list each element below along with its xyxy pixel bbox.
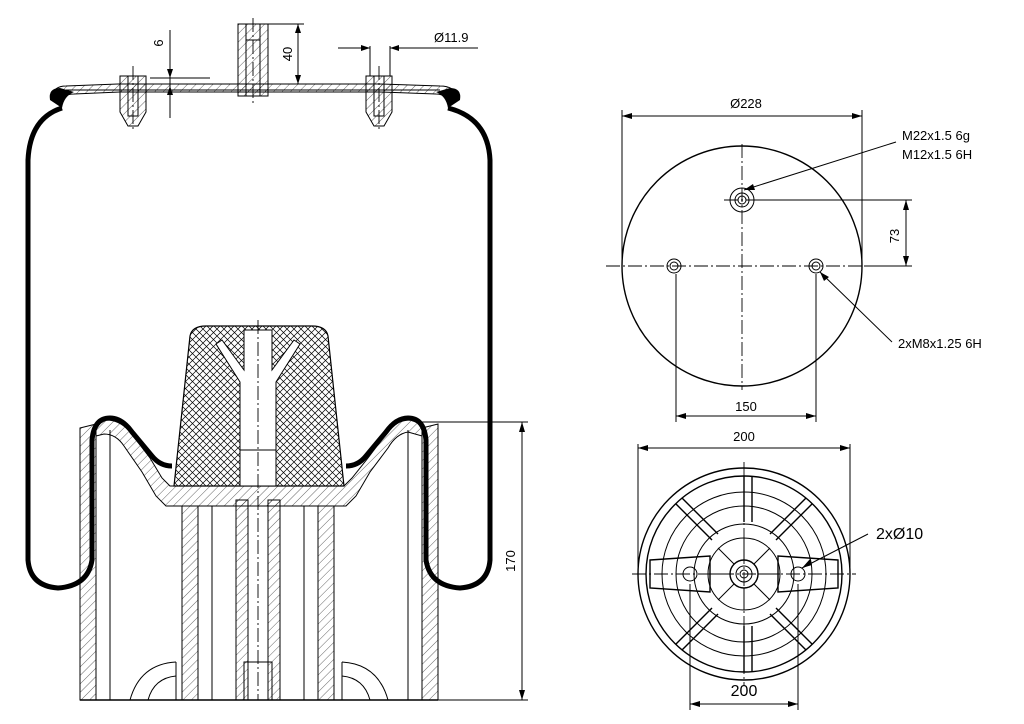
dim-bottom-bottom: 200 <box>689 584 799 710</box>
insert-right <box>365 66 393 132</box>
thread-center-line2: M12x1.5 6H <box>902 147 972 162</box>
thread-center-line1: M22x1.5 6g <box>902 128 970 143</box>
dim-200-bottom-label: 200 <box>731 683 758 700</box>
piston <box>79 419 439 701</box>
dim-thread-depth: 6 <box>150 30 210 118</box>
bottom-hole-boss <box>649 555 839 593</box>
thread-callout-side: 2xM8x1.25 6H <box>819 271 982 351</box>
dim-hole-spacing: 150 <box>675 274 817 422</box>
bottom-view: 200 2xØ10 200 <box>632 429 923 710</box>
bump-stop <box>173 320 345 700</box>
side-hole-right <box>808 258 824 274</box>
holes-callout: 2xØ10 <box>801 526 923 569</box>
dim-200-top-label: 200 <box>733 429 755 444</box>
dim-228-label: Ø228 <box>730 96 762 111</box>
side-hole-left <box>666 258 682 274</box>
top-view: Ø228 M22x1.5 6g M12x1.5 6H 73 150 <box>606 96 982 422</box>
dim-offset: 73 <box>756 199 912 267</box>
center-thread-hole <box>724 187 760 213</box>
dim-73-label: 73 <box>887 229 902 243</box>
dim-170-label: 170 <box>503 550 518 572</box>
dim-11-9-label: Ø11.9 <box>434 30 468 45</box>
dim-stud-length: 40 <box>268 23 304 85</box>
dim-plate-dia: Ø228 <box>621 96 863 262</box>
center-stud <box>237 18 269 104</box>
dim-6-label: 6 <box>151 39 166 46</box>
thread-callout-center: M22x1.5 6g M12x1.5 6H <box>743 128 972 191</box>
side-view: 6 40 Ø11.9 170 <box>25 18 528 701</box>
thread-side-label: 2xM8x1.25 6H <box>898 336 982 351</box>
dim-40-label: 40 <box>280 47 295 61</box>
dim-holes-label: 2xØ10 <box>876 526 923 543</box>
insert-left <box>119 66 147 132</box>
dim-150-label: 150 <box>735 399 757 414</box>
dim-bottom-top: 200 <box>637 429 851 572</box>
dim-hole-dia: Ø11.9 <box>338 30 478 76</box>
dim-height: 170 <box>420 421 528 701</box>
